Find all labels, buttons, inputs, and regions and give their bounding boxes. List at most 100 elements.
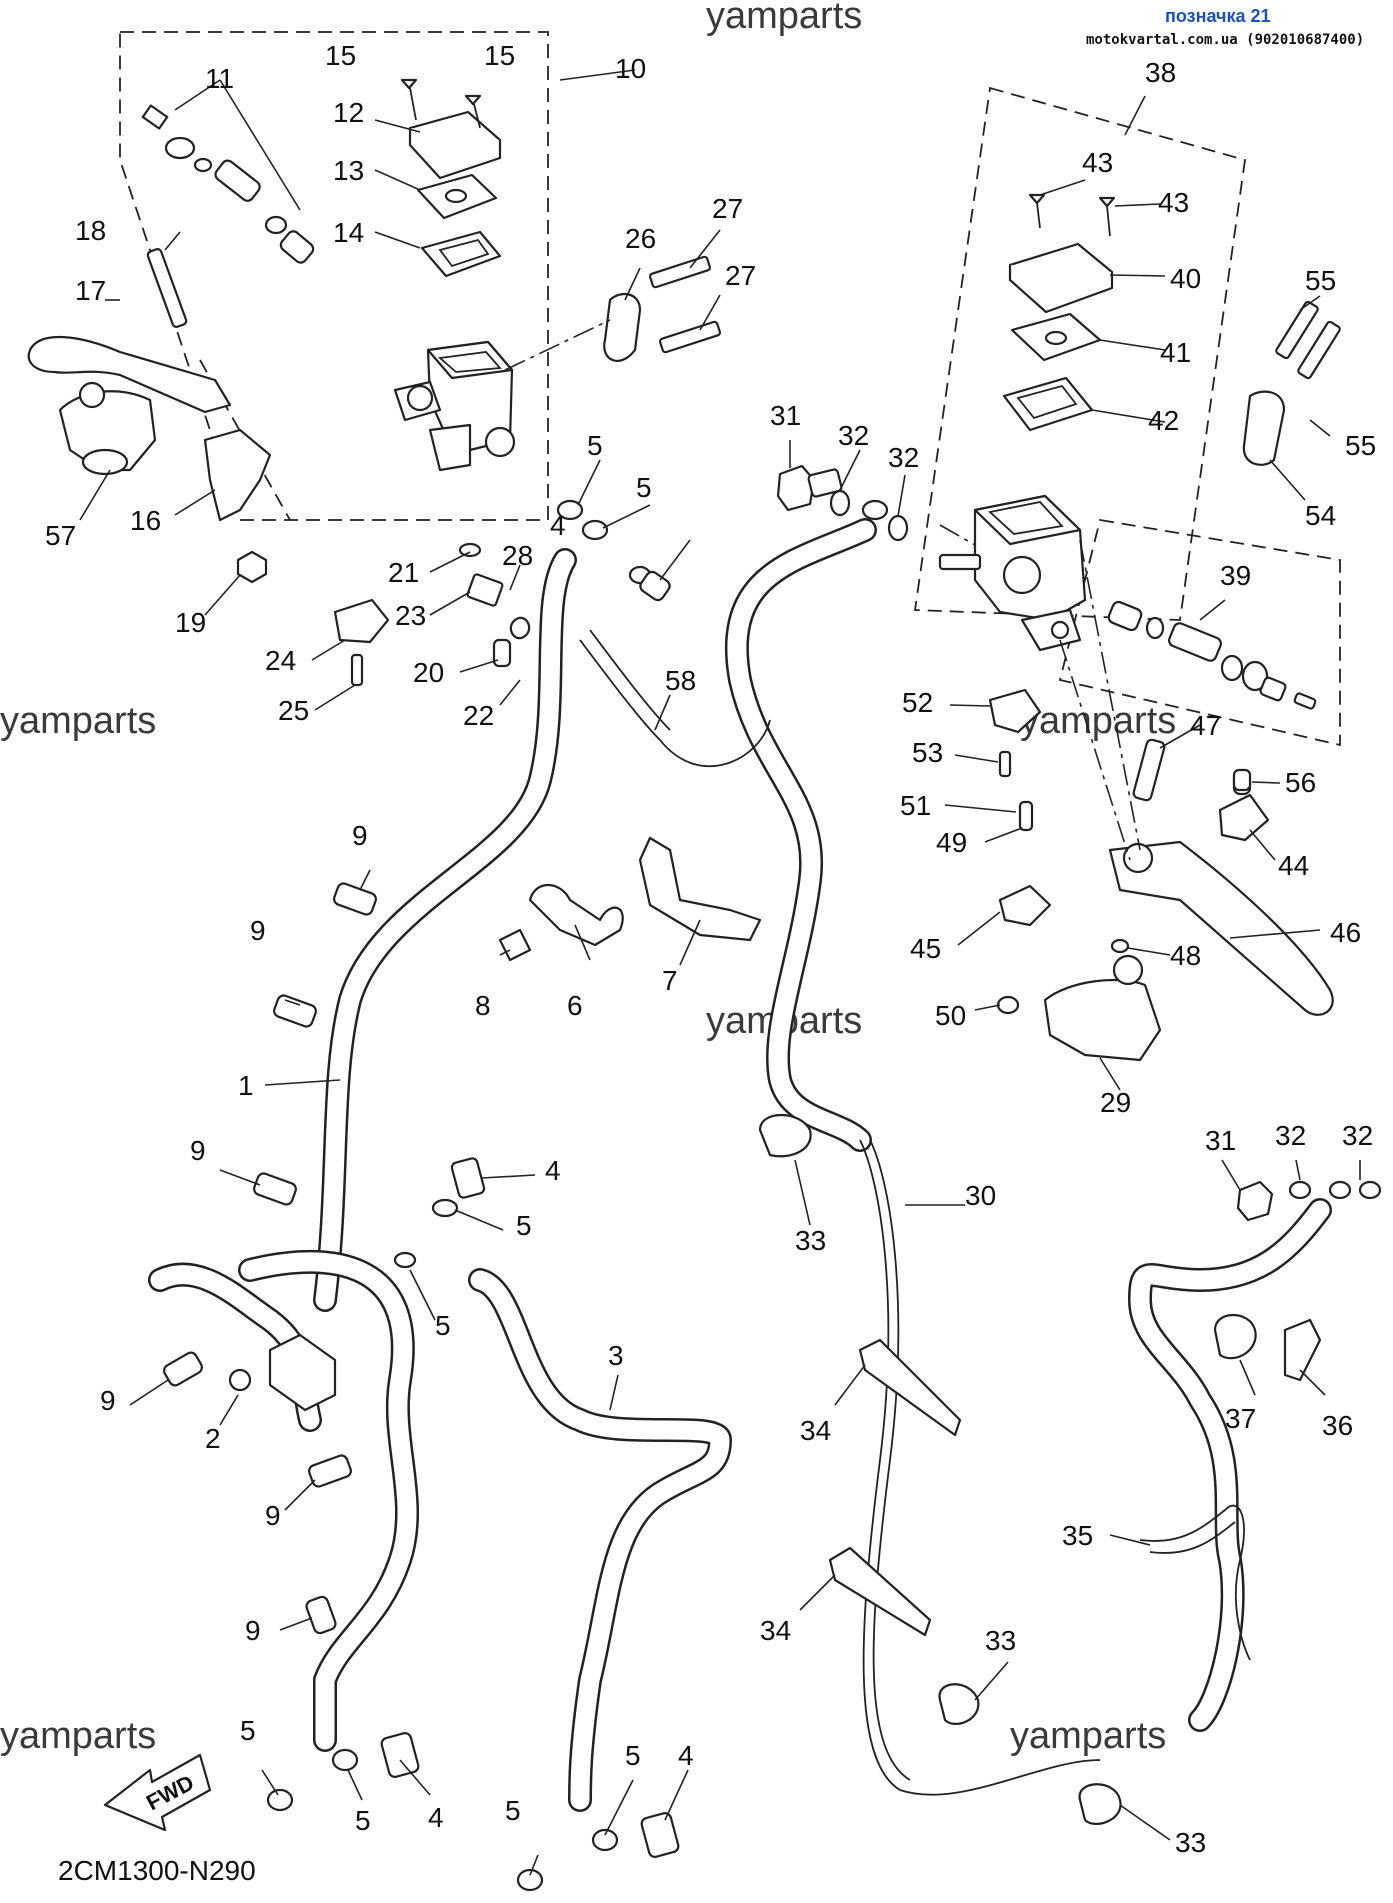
callout-24: 24 bbox=[265, 645, 296, 676]
callout-7: 7 bbox=[662, 965, 678, 996]
callout-50: 50 bbox=[935, 1000, 966, 1031]
callout-30: 30 bbox=[965, 1180, 996, 1211]
callout-5-h: 5 bbox=[625, 1740, 641, 1771]
callout-44: 44 bbox=[1278, 850, 1309, 881]
callout-22: 22 bbox=[463, 700, 494, 731]
callout-56: 56 bbox=[1285, 767, 1316, 798]
callout-25: 25 bbox=[278, 695, 309, 726]
callout-37: 37 bbox=[1225, 1403, 1256, 1434]
callout-45: 45 bbox=[910, 933, 941, 964]
callout-labels: 1 2 3 4 4 4 4 5 5 5 5 5 5 5 5 6 7 8 9 9 … bbox=[45, 40, 1376, 1858]
callout-33-b: 33 bbox=[985, 1625, 1016, 1656]
right-master-cylinder bbox=[776, 193, 1341, 1062]
callout-40: 40 bbox=[1170, 263, 1201, 294]
callout-17: 17 bbox=[75, 275, 106, 306]
callout-55-a: 55 bbox=[1305, 265, 1336, 296]
callout-9-f: 9 bbox=[245, 1615, 261, 1646]
callout-51: 51 bbox=[900, 790, 931, 821]
callout-10: 10 bbox=[615, 53, 646, 84]
callout-5-a: 5 bbox=[587, 430, 603, 461]
diagram-code: 2CM1300-N290 bbox=[58, 1855, 256, 1886]
callout-29: 29 bbox=[1100, 1087, 1131, 1118]
callout-46: 46 bbox=[1330, 917, 1361, 948]
callout-49: 49 bbox=[936, 827, 967, 858]
group-box-10 bbox=[119, 31, 549, 521]
callout-4-a: 4 bbox=[550, 510, 566, 541]
callout-5-c: 5 bbox=[516, 1210, 532, 1241]
callout-27-b: 27 bbox=[725, 260, 756, 291]
callout-26: 26 bbox=[625, 223, 656, 254]
callout-5-d: 5 bbox=[435, 1310, 451, 1341]
callout-3: 3 bbox=[608, 1340, 624, 1371]
callout-9-d: 9 bbox=[100, 1385, 116, 1416]
callout-48: 48 bbox=[1170, 940, 1201, 971]
callout-31-b: 31 bbox=[1205, 1125, 1236, 1156]
watermark-right: yamparts bbox=[1020, 700, 1176, 742]
callout-13: 13 bbox=[333, 155, 364, 186]
callout-52: 52 bbox=[902, 687, 933, 718]
callout-33-c: 33 bbox=[1175, 1827, 1206, 1858]
callout-35: 35 bbox=[1062, 1520, 1093, 1551]
callout-9-e: 9 bbox=[265, 1500, 281, 1531]
callout-4-c: 4 bbox=[428, 1802, 444, 1833]
callout-5-g: 5 bbox=[505, 1795, 521, 1826]
callout-34-b: 34 bbox=[760, 1615, 791, 1646]
callout-41: 41 bbox=[1160, 337, 1191, 368]
callout-14: 14 bbox=[333, 217, 364, 248]
callout-55-b: 55 bbox=[1345, 430, 1376, 461]
watermark-top: yamparts bbox=[706, 0, 862, 37]
callout-54: 54 bbox=[1305, 500, 1336, 531]
callout-2: 2 bbox=[205, 1423, 221, 1454]
callout-9-b: 9 bbox=[250, 915, 266, 946]
callout-5-b: 5 bbox=[636, 472, 652, 503]
callout-9-c: 9 bbox=[190, 1135, 206, 1166]
fwd-arrow-icon: FWD bbox=[103, 1753, 212, 1832]
callout-15-a: 15 bbox=[325, 40, 356, 71]
callout-32-a: 32 bbox=[838, 420, 869, 451]
callout-57: 57 bbox=[45, 520, 76, 551]
callout-36: 36 bbox=[1322, 1410, 1353, 1441]
callout-12: 12 bbox=[333, 97, 364, 128]
callout-31-a: 31 bbox=[770, 400, 801, 431]
callout-32-d: 32 bbox=[1342, 1120, 1373, 1151]
watermark-bottom-left: yamparts bbox=[0, 1715, 156, 1757]
left-master-cylinder bbox=[27, 78, 722, 687]
callout-1: 1 bbox=[238, 1070, 254, 1101]
callout-4-b: 4 bbox=[545, 1155, 561, 1186]
callout-33-a: 33 bbox=[795, 1225, 826, 1256]
callout-15-b: 15 bbox=[484, 40, 515, 71]
header-subtitle: motokvartal.com.ua (902010687400) bbox=[1086, 32, 1364, 48]
callout-5-e: 5 bbox=[240, 1715, 256, 1746]
callout-32-b: 32 bbox=[888, 442, 919, 473]
callout-19: 19 bbox=[175, 607, 206, 638]
callout-4-d: 4 bbox=[678, 1740, 694, 1771]
leader-lines bbox=[79, 69, 1361, 1876]
callout-11: 11 bbox=[205, 63, 234, 94]
callout-42: 42 bbox=[1148, 405, 1179, 436]
callout-43-a: 43 bbox=[1082, 147, 1113, 178]
callout-32-c: 32 bbox=[1275, 1120, 1306, 1151]
callout-43-b: 43 bbox=[1158, 187, 1189, 218]
callout-53: 53 bbox=[912, 737, 943, 768]
callout-9-a: 9 bbox=[352, 820, 368, 851]
watermark-bottom-right: yamparts bbox=[1010, 1715, 1166, 1757]
callout-28: 28 bbox=[502, 540, 533, 571]
callout-34-a: 34 bbox=[800, 1415, 831, 1446]
callout-16: 16 bbox=[130, 505, 161, 536]
callout-18: 18 bbox=[75, 215, 106, 246]
callout-38: 38 bbox=[1145, 57, 1176, 88]
header-title: позначка 21 bbox=[1165, 6, 1271, 26]
callout-39: 39 bbox=[1220, 560, 1251, 591]
brake-hoses bbox=[148, 518, 1332, 1812]
callout-23: 23 bbox=[395, 600, 426, 631]
callout-5-f: 5 bbox=[355, 1805, 371, 1836]
callout-47: 47 bbox=[1190, 710, 1221, 741]
callout-58: 58 bbox=[665, 665, 696, 696]
callout-20: 20 bbox=[413, 657, 444, 688]
callout-21: 21 bbox=[388, 557, 419, 588]
callout-8: 8 bbox=[475, 990, 491, 1021]
watermark-left: yamparts bbox=[0, 700, 156, 742]
callout-6: 6 bbox=[567, 990, 583, 1021]
group-box-38 bbox=[913, 86, 1247, 621]
